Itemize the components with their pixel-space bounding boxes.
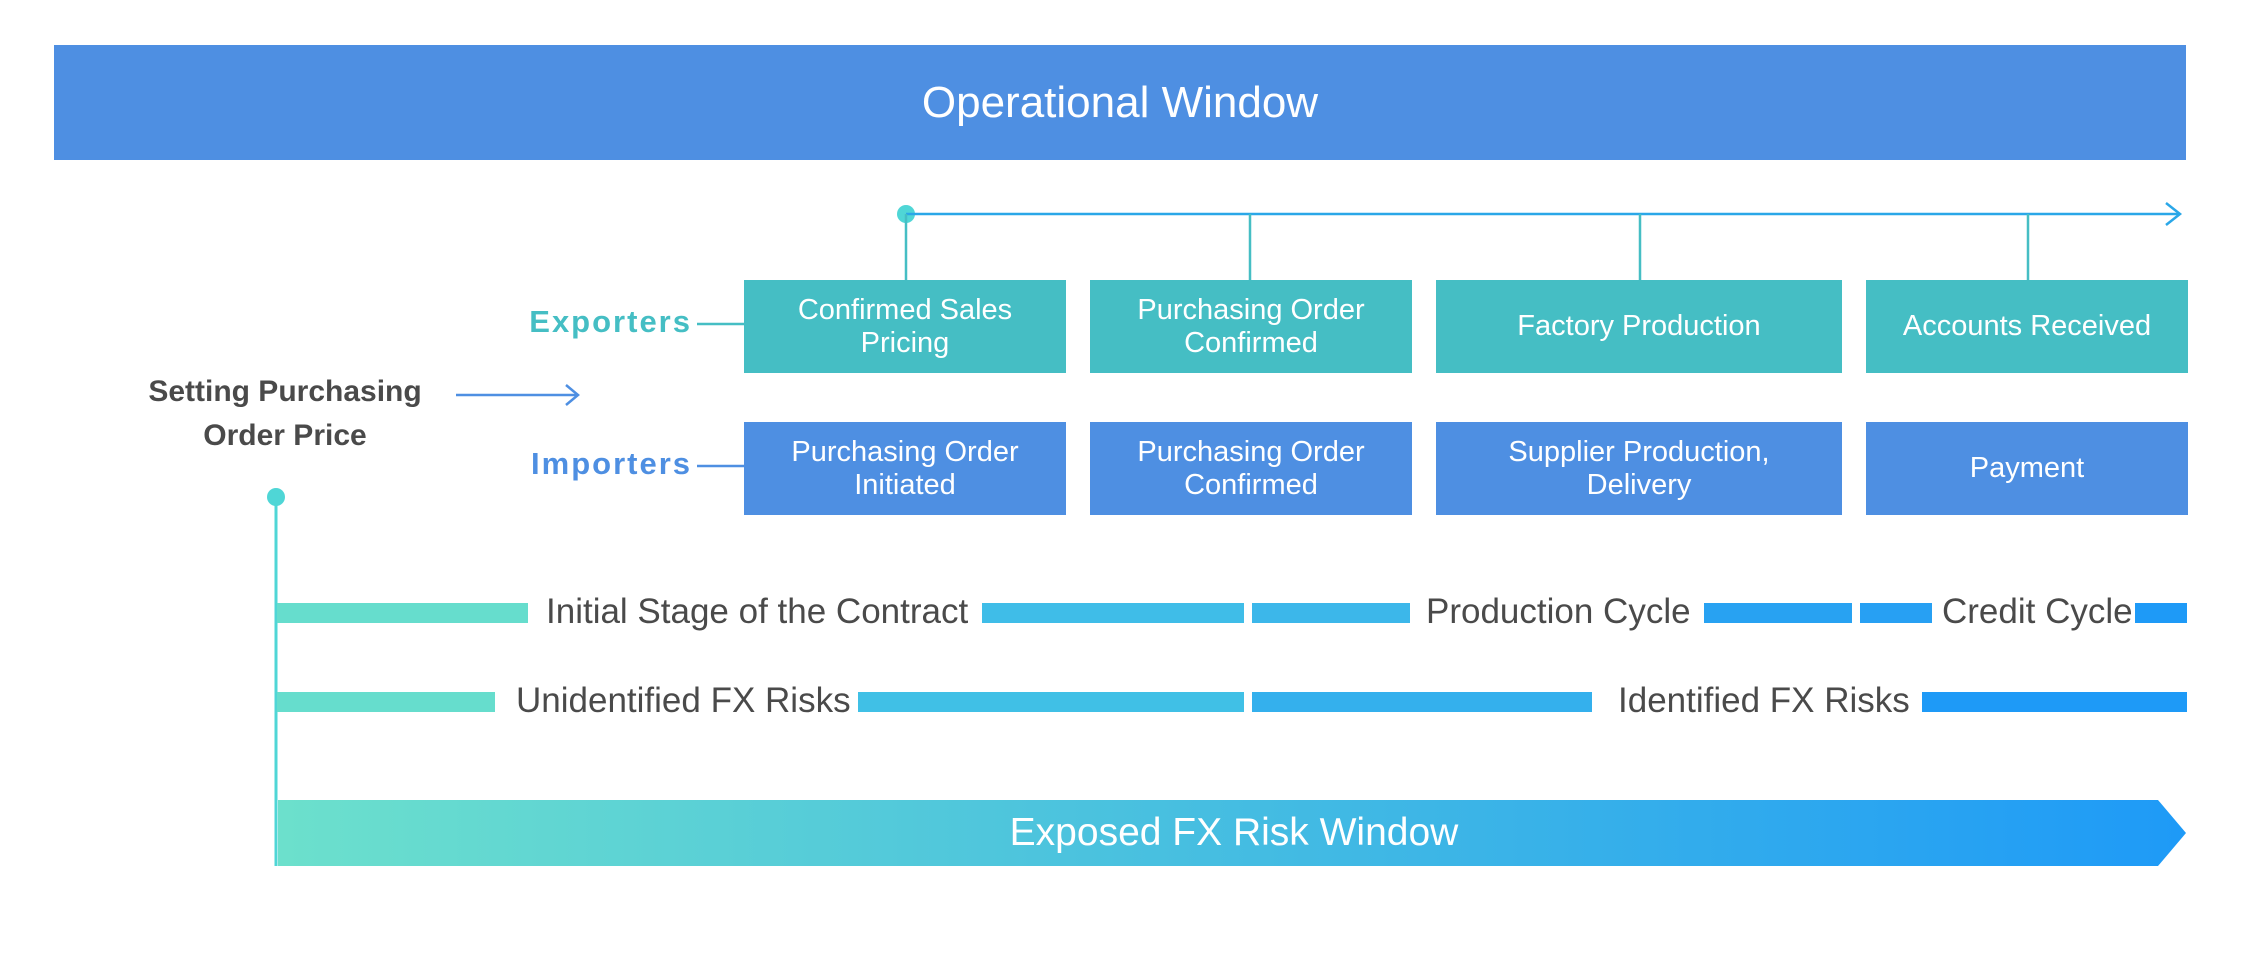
exporter-stage-accounts-received: Accounts Received [1866, 280, 2188, 373]
exposed-fx-risk-window-label: Exposed FX Risk Window [1009, 811, 1459, 854]
stage-line: Confirmed [1184, 326, 1318, 359]
operational-window-banner: Operational Window [54, 45, 2186, 160]
importer-stage-payment: Payment [1866, 422, 2188, 515]
stage-line: Confirmed Sales [797, 293, 1013, 326]
cycle-initial-stage-label: Initial Stage of the Contract [546, 592, 969, 631]
setting-purchasing-order-price: Setting Purchasing Order Price [120, 370, 450, 458]
cycle-credit-label: Credit Cycle [1942, 592, 2133, 631]
left-label-line1: Setting Purchasing [148, 375, 422, 408]
stage-line: Delivery [1586, 468, 1692, 501]
stage-line: Pricing [860, 326, 950, 359]
left-label-line2: Order Price [203, 419, 367, 452]
stage-line: Purchasing Order [1137, 293, 1365, 326]
risk-bars [277, 692, 2187, 712]
stage-line: Purchasing Order [1137, 435, 1365, 468]
stage-line: Supplier Production, [1508, 435, 1770, 468]
stage-line: Factory Production [1517, 310, 1761, 342]
importers-label: Importers [531, 446, 692, 481]
risk-identified-label: Identified FX Risks [1618, 681, 1910, 720]
importer-stage-supplier-production-delivery: Supplier Production,Delivery [1436, 422, 1842, 515]
stage-line: Purchasing Order [791, 435, 1019, 468]
left-arrow [456, 384, 580, 406]
exposed-window-arrow [278, 800, 2186, 866]
stage-line: Initiated [854, 468, 956, 501]
timeline-arrow [897, 202, 2183, 280]
stage-line: Payment [1969, 452, 2085, 484]
cycle-bars [277, 603, 2187, 623]
banner-title: Operational Window [921, 77, 1319, 127]
cycle-production-label: Production Cycle [1426, 592, 1691, 631]
exporters-label: Exporters [529, 304, 692, 339]
risk-unidentified-label: Unidentified FX Risks [516, 681, 851, 720]
stage-line: Confirmed [1184, 468, 1318, 501]
exporter-stage-factory-production: Factory Production [1436, 280, 1842, 373]
stage-line: Accounts Received [1902, 310, 2152, 342]
